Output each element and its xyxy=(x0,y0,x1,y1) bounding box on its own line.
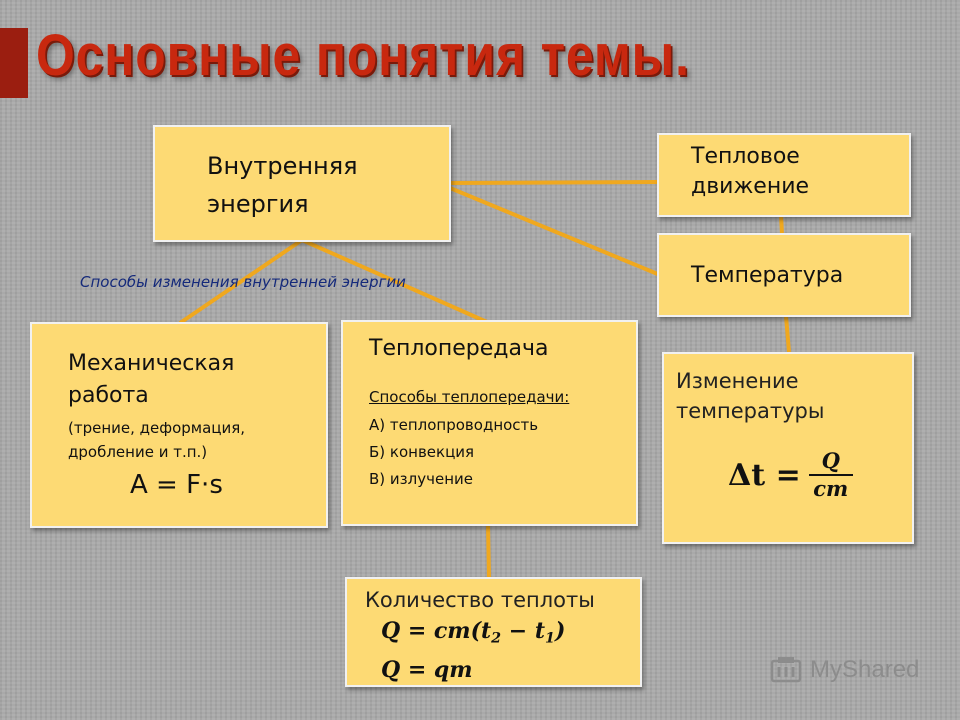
heat-quantity-formula-1: Q = cm(t2 − t1) xyxy=(381,615,640,654)
formula1-start: Q = cm(t xyxy=(381,618,492,644)
watermark-icon xyxy=(770,657,802,683)
watermark-text: MyShared xyxy=(810,656,920,683)
heat-transfer-method-radiation: В) излучение xyxy=(369,470,473,488)
heat-quantity-formula-2: Q = qm xyxy=(381,657,473,684)
thermal-motion-line1: Тепловое xyxy=(691,144,800,169)
connector-thermal-temperature xyxy=(779,214,784,235)
watermark: MyShared xyxy=(770,655,919,685)
temperature-change-box: Изменение температуры Δt = Q cm xyxy=(662,352,914,544)
connector-energy-temperature xyxy=(449,186,661,277)
connector-heattransfer-quantity xyxy=(486,524,491,579)
connector-temperature-change xyxy=(784,315,791,353)
heat-transfer-method-convection: Б) конвекция xyxy=(369,443,475,461)
fraction-bar xyxy=(808,474,853,476)
fraction-denominator: cm xyxy=(813,476,849,501)
mechanical-work-line1: Механическая xyxy=(68,351,235,376)
temperature-change-line2: температуры xyxy=(676,399,825,423)
temperature-change-line1: Изменение xyxy=(676,369,799,393)
temperature-label: Температура xyxy=(691,263,844,288)
mechanical-work-line2: работа xyxy=(68,383,149,408)
formula1-end: ) xyxy=(555,618,566,644)
formula1-mid: − t xyxy=(501,618,546,644)
thermal-motion-box: Тепловое движение xyxy=(657,133,911,217)
temperature-change-formula: Δt = Q cm xyxy=(728,448,912,502)
mechanical-work-box: Механическая работа (трение, деформация,… xyxy=(30,322,328,528)
thermal-motion-line2: движение xyxy=(691,174,810,199)
mechanical-work-note2: дробление и т.п.) xyxy=(68,443,208,461)
fraction: Q cm xyxy=(808,448,853,502)
fraction-numerator: Q xyxy=(821,448,840,473)
mechanical-work-note1: (трение, деформация, xyxy=(68,419,246,437)
formula1-sub-2: 2 xyxy=(491,630,502,647)
heat-transfer-methods-title: Способы теплопередачи: xyxy=(369,388,570,406)
change-methods-caption: Способы изменения внутренней энергии xyxy=(80,273,406,291)
heat-transfer-box: Теплопередача Способы теплопередачи: А) … xyxy=(341,320,638,526)
temperature-box: Температура xyxy=(657,233,911,317)
work-formula: A = F·s xyxy=(130,470,223,500)
heat-quantity-title: Количество теплоты xyxy=(365,588,595,612)
heat-transfer-title: Теплопередача xyxy=(369,336,549,361)
heat-quantity-box: Количество теплоты Q = cm(t2 − t1) Q = q… xyxy=(345,577,642,687)
internal-energy-line2: энергия xyxy=(207,190,309,218)
heat-transfer-method-conduction: А) теплопроводность xyxy=(369,416,539,434)
formula1-sub-1: 1 xyxy=(545,630,555,647)
delta-t-lhs: Δt = xyxy=(728,457,801,493)
title-accent-bar xyxy=(0,28,28,98)
slide-title: Основные понятия темы. xyxy=(36,23,690,88)
internal-energy-box: Внутренняя энергия xyxy=(153,125,451,242)
connector-energy-thermal xyxy=(449,180,659,185)
connector-energy-mechanical xyxy=(178,238,304,325)
internal-energy-line1: Внутренняя xyxy=(207,152,358,180)
connector-energy-heattransfer xyxy=(301,238,488,324)
